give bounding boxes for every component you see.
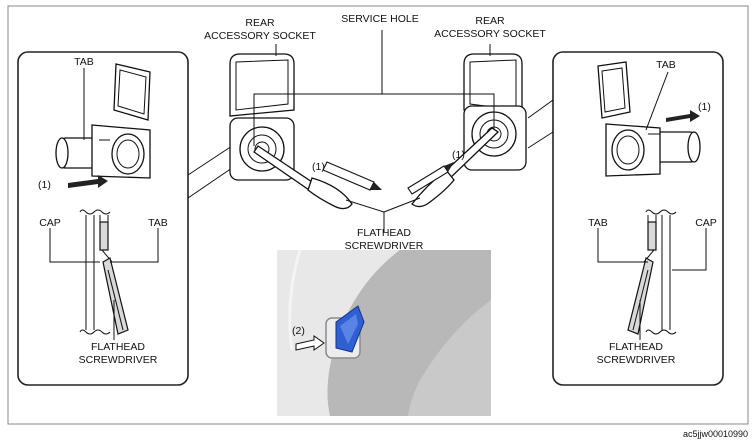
tab-label-top-left: TAB xyxy=(74,56,94,68)
step1-label-center-left: (1) xyxy=(312,161,325,173)
right-cross-section xyxy=(627,209,677,335)
center-right-socket xyxy=(407,53,527,208)
right-arrow-1-icon xyxy=(666,110,700,122)
cap-label-left: CAP xyxy=(39,217,61,229)
right-socket-lid xyxy=(597,61,631,119)
left-callout-line-top xyxy=(187,145,233,176)
left-cross-section xyxy=(79,209,129,335)
left-arrow-1-icon xyxy=(68,175,108,188)
rear-socket-left-line2: ACCESSORY SOCKET xyxy=(204,30,316,42)
center-left-screwdriver-handle xyxy=(307,177,353,210)
service-hole-leader xyxy=(253,30,495,146)
cap-label-right: CAP xyxy=(695,217,717,229)
outer-border xyxy=(7,5,749,425)
step2-label-photo: (2) xyxy=(292,325,305,337)
left-socket-lid xyxy=(113,63,151,121)
rear-socket-right-line1: REAR xyxy=(475,15,505,27)
flathead-label-left-line2: SCREWDRIVER xyxy=(79,354,158,366)
vehicle-photo xyxy=(277,249,491,416)
flathead-center-line1: FLATHEAD xyxy=(357,227,411,239)
center-left-socket xyxy=(229,53,382,210)
center-right-screwdriver-handle xyxy=(411,169,455,208)
flathead-label-right-line1: FLATHEAD xyxy=(609,341,663,353)
right-callout-line-top xyxy=(527,99,554,119)
rear-socket-left-line1: REAR xyxy=(245,17,275,29)
right-socket-side-view xyxy=(597,61,701,177)
right-inset-box: TAB (1) TAB CAP FLATHEAD SCREWDRIVER xyxy=(527,51,724,386)
step1-label-center-right: (1) xyxy=(452,149,465,161)
center-right-socket-lid xyxy=(463,53,523,117)
left-inset-box: TAB (1) CAP TAB FLATHEAD SCREWDRIVER xyxy=(17,51,233,386)
image-code: ac5jjw00010990 xyxy=(683,429,748,439)
rear-socket-right-line2: ACCESSORY SOCKET xyxy=(434,28,546,40)
center-left-socket-lid xyxy=(229,53,295,117)
step1-label-left-box: (1) xyxy=(38,179,51,191)
tab-label-mid-right: TAB xyxy=(588,217,608,229)
flathead-label-left-line1: FLATHEAD xyxy=(91,341,145,353)
flathead-center-line2: SCREWDRIVER xyxy=(345,240,424,252)
tab-label-mid-left: TAB xyxy=(148,217,168,229)
left-socket-side-view xyxy=(55,63,151,179)
left-callout-line-bottom xyxy=(187,167,233,199)
step1-label-right-box: (1) xyxy=(698,101,711,113)
service-hole-label: SERVICE HOLE xyxy=(341,13,418,25)
tab-label-top-right: TAB xyxy=(656,59,676,71)
right-callout-line-bottom xyxy=(527,131,554,149)
photo-arrow-2-icon xyxy=(295,335,325,351)
flathead-label-right-line2: SCREWDRIVER xyxy=(597,354,676,366)
